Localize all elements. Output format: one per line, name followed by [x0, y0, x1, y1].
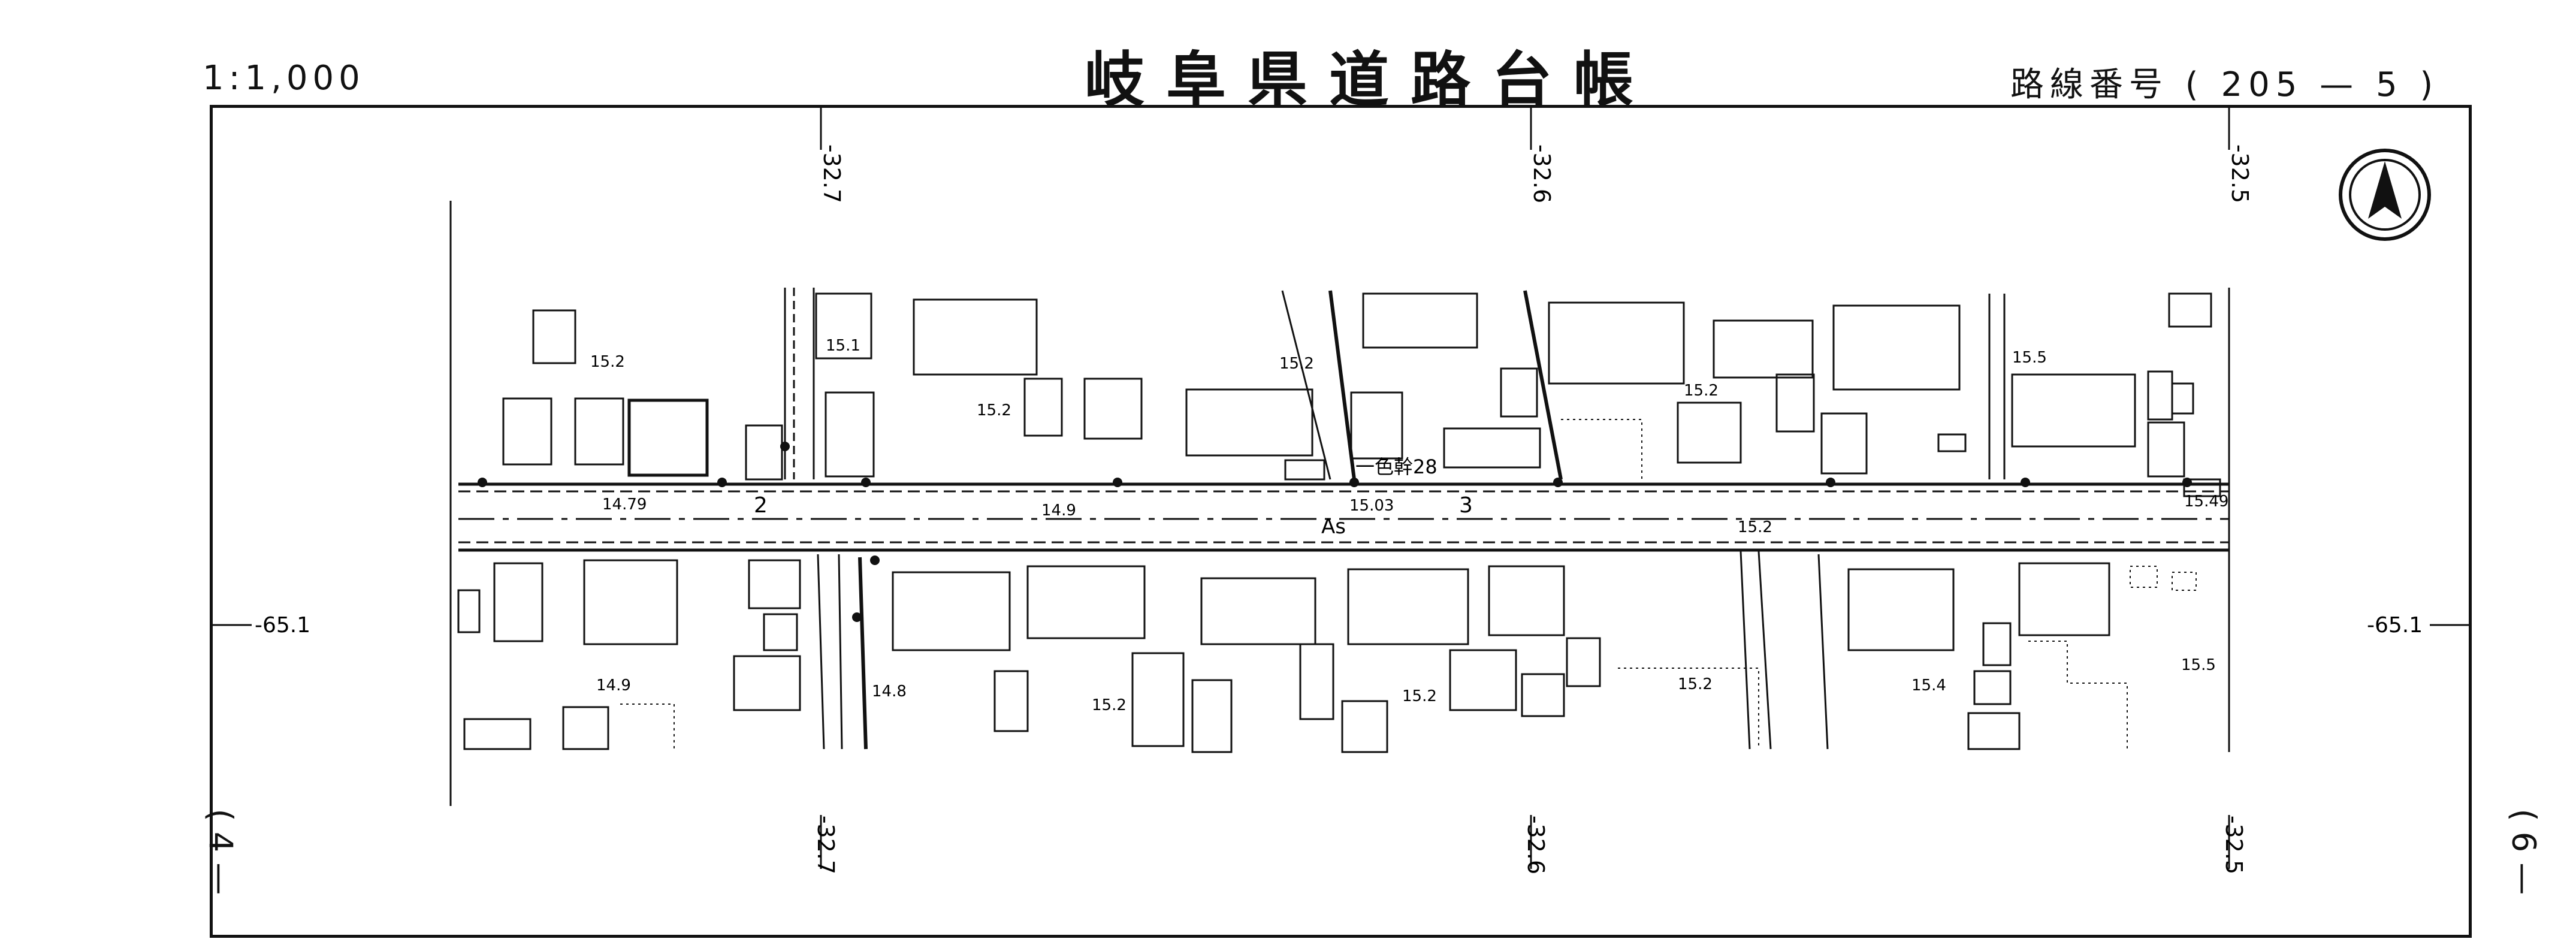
- elevation-label: 15.5: [2181, 656, 2216, 674]
- road-surface-label: As: [1321, 515, 1346, 539]
- road-elevation: 15.03: [1349, 497, 1394, 515]
- north-arrow-icon: [2339, 149, 2431, 241]
- page-title: 岐阜県道路台帳: [1085, 44, 1655, 115]
- map-frame: [210, 105, 2472, 938]
- map-scale: 1:1,000: [203, 59, 365, 98]
- grid-x-label: -32.6: [1523, 816, 1549, 874]
- grid-y-label: -65.1: [255, 613, 310, 638]
- grid-x-label: -32.5: [2227, 144, 2253, 203]
- road-elevation: 14.79: [602, 496, 647, 514]
- km-mark: 3: [1459, 493, 1473, 518]
- grid-y-label: -65.1: [2367, 613, 2423, 638]
- elevation-label: 15.2: [1678, 675, 1713, 693]
- km-mark: 2: [754, 493, 768, 518]
- grid-x-label: -32.6: [1529, 144, 1555, 203]
- elevation-label: 15.2: [1402, 687, 1437, 705]
- road-elevation: 14.9: [1041, 502, 1076, 520]
- sheet-number-left: ( 4 —: [201, 808, 240, 895]
- elevation-label: 15.2: [977, 401, 1011, 419]
- elevation-label: 15.4: [1911, 677, 1946, 695]
- road-elevation: 15.49: [2184, 493, 2228, 511]
- crossing-label: 一色幹28: [1355, 455, 1438, 478]
- elevation-label: 14.8: [872, 683, 907, 701]
- elevation-label: 15.2: [1684, 382, 1719, 400]
- sheet-number-right: ( 6 —: [2505, 808, 2543, 895]
- elevation-label: 15.2: [590, 353, 625, 371]
- road-elevation: 15.2: [1738, 518, 1772, 536]
- elevation-label: 15.2: [1092, 696, 1127, 714]
- elevation-label: 15.5: [2012, 349, 2047, 367]
- elevation-label: 15.2: [1279, 355, 1314, 373]
- route-number: 路線番号 ( 205 — 5 ): [2010, 65, 2439, 104]
- elevation-label: 14.9: [596, 677, 631, 695]
- elevation-label: 15.1: [826, 337, 860, 355]
- grid-x-label: -32.7: [819, 144, 845, 203]
- grid-x-label: -32.7: [813, 816, 839, 874]
- grid-x-label: -32.5: [2221, 816, 2247, 874]
